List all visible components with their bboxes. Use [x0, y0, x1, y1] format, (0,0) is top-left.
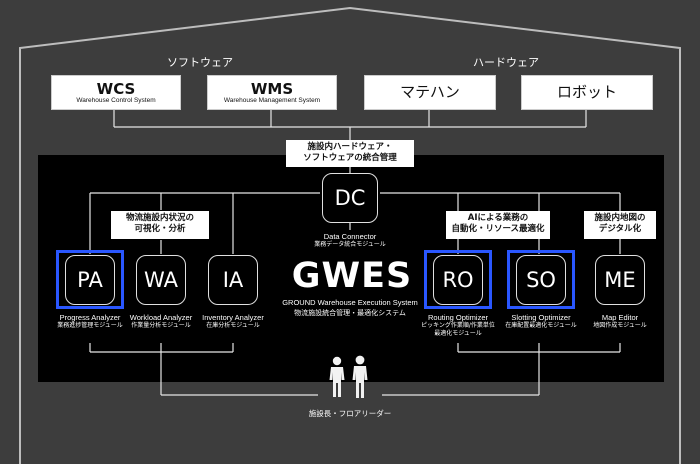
- gwes-subtitle: GROUND Warehouse Execution System: [282, 298, 418, 307]
- ai-callout: AIによる業務の 自動化・リソース最適化: [446, 211, 550, 239]
- robot-box: ロボット: [521, 75, 653, 110]
- module-wa-abbr: WA: [144, 268, 178, 292]
- map-callout: 施設内地図の デジタル化: [584, 211, 656, 239]
- module-wa-title: Workload Analyzer: [129, 313, 193, 322]
- wcs-title: WCS: [96, 80, 136, 98]
- visualization-callout-line1: 物流施設内状況の: [125, 213, 194, 223]
- integration-callout-line1: 施設内ハードウェア・: [307, 142, 393, 152]
- ai-callout-line2: 自動化・リソース最適化: [451, 224, 545, 234]
- gwes-title: GWES: [291, 256, 413, 296]
- integration-callout: 施設内ハードウェア・ ソフトウェアの統合管理: [286, 140, 414, 167]
- module-ia-subtitle: 在庫分析モジュール: [206, 322, 260, 329]
- module-pa-box: PA: [65, 255, 115, 305]
- robot-title: ロボット: [556, 83, 617, 101]
- house-outline: [19, 6, 681, 464]
- module-pa-subtitle: 業務進捗管理モジュール: [57, 322, 123, 329]
- ai-callout-line1: AIによる業務の: [467, 213, 529, 223]
- integration-callout-line2: ソフトウェアの統合管理: [303, 153, 397, 163]
- module-pa-abbr: PA: [77, 268, 103, 292]
- module-me-subtitle: 地図作成モジュール: [593, 322, 647, 329]
- wcs-subtitle: Warehouse Control System: [76, 97, 156, 104]
- module-so-abbr: SO: [526, 268, 556, 292]
- dc-title: Data Connector: [323, 232, 377, 241]
- module-so-box: SO: [516, 255, 566, 305]
- visualization-callout: 物流施設内状況の 可視化・分析: [111, 211, 209, 239]
- wms-title: WMS: [250, 80, 294, 98]
- matehan-title: マテハン: [400, 83, 460, 101]
- map-callout-line1: 施設内地図の: [594, 213, 646, 223]
- dc-module: DC: [322, 173, 378, 223]
- module-ia-abbr: IA: [222, 268, 244, 292]
- highlight-frame: [424, 250, 492, 309]
- module-ro-box: RO: [433, 255, 483, 305]
- module-me-box: ME: [595, 255, 645, 305]
- module-ia-title: Inventory Analyzer: [202, 313, 264, 322]
- wms-subtitle: Warehouse Management System: [223, 97, 321, 104]
- software-label: ソフトウェア: [167, 56, 233, 69]
- module-ro-abbr: RO: [442, 268, 474, 292]
- visualization-callout-line2: 可視化・分析: [134, 224, 186, 234]
- highlight-frame: [56, 250, 124, 309]
- module-me-abbr: ME: [604, 268, 636, 292]
- module-so-title: Slotting Optimizer: [511, 313, 571, 322]
- hardware-label: ハードウェア: [473, 56, 539, 69]
- module-ia-box: IA: [208, 255, 258, 305]
- map-callout-line2: デジタル化: [598, 224, 642, 234]
- wcs-box: WCS Warehouse Control System: [51, 75, 181, 110]
- highlight-frame: [507, 250, 575, 309]
- module-ro-subtitle-1: ピッキング作業順/作業単位: [421, 322, 495, 329]
- module-so-subtitle: 在庫配置最適化モジュール: [505, 322, 577, 329]
- users-label: 施設長・フロアリーダー: [308, 409, 392, 418]
- module-wa-subtitle: 作業量分析モジュール: [131, 322, 191, 329]
- module-pa-title: Progress Analyzer: [59, 313, 121, 322]
- gwes-description: 物流施設統合管理・最適化システム: [294, 309, 406, 317]
- module-me-title: Map Editor: [601, 313, 639, 322]
- person-silhouettes-icon: [329, 355, 368, 398]
- module-wa-box: WA: [136, 255, 186, 305]
- matehan-box: マテハン: [364, 75, 496, 110]
- module-ro-subtitle-2: 最適化モジュール: [434, 330, 482, 337]
- wms-box: WMS Warehouse Management System: [207, 75, 337, 110]
- module-ro-title: Routing Optimizer: [427, 313, 489, 322]
- dc-subtitle: 業務データ統合モジュール: [314, 241, 386, 248]
- dc-abbr: DC: [334, 186, 366, 210]
